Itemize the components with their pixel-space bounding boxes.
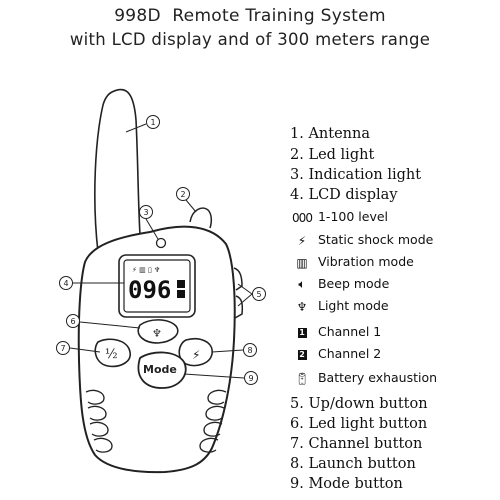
launch-button bbox=[178, 338, 213, 367]
callout-lines bbox=[69, 123, 253, 379]
diagram-title: 998D Remote Training System bbox=[114, 6, 386, 26]
legend-channel-2: 2 Channel 2 bbox=[297, 346, 382, 361]
mode-label: Mode bbox=[143, 363, 177, 376]
antenna bbox=[94, 88, 141, 254]
legend-battery: 🔋︎ Battery exhaustion bbox=[290, 370, 437, 386]
svg-text:⚡ ▥ ▯ ♆: ⚡ ▥ ▯ ♆ bbox=[132, 266, 160, 274]
svg-text:♆: ♆ bbox=[152, 327, 162, 340]
down-button bbox=[234, 295, 244, 319]
callout-5: 5 bbox=[256, 290, 261, 299]
legend-channel-1: 1 Channel 1 bbox=[297, 324, 382, 339]
half-label: ½ bbox=[105, 347, 118, 362]
callout-1: 1 bbox=[150, 118, 155, 127]
segment-digits-icon: 000 bbox=[292, 210, 313, 225]
led-light bbox=[189, 207, 213, 229]
legend-led-light-button: 6. Led light button bbox=[290, 416, 428, 432]
light-bulb-icon: ♆ bbox=[296, 299, 308, 314]
callout-7: 7 bbox=[60, 344, 65, 353]
beep-icon: 🔈︎ bbox=[298, 277, 306, 291]
channel-1-icon: 1 bbox=[297, 328, 307, 338]
legend-led-light: 2. Led light bbox=[290, 147, 375, 163]
callout-2: 2 bbox=[180, 190, 185, 199]
diagram-subtitle: with LCD display and of 300 meters range bbox=[69, 30, 431, 49]
indication-light bbox=[155, 237, 167, 249]
up-button bbox=[233, 267, 243, 291]
lcd-value: 096 bbox=[128, 276, 171, 304]
callout-8: 8 bbox=[247, 346, 252, 355]
legend-beep: 🔈︎ Beep mode bbox=[290, 276, 389, 292]
svg-text:⚡: ⚡ bbox=[192, 348, 200, 362]
callout-4: 4 bbox=[63, 279, 68, 288]
legend-vibration: ▥ Vibration mode bbox=[290, 254, 414, 270]
vibration-icon: ▥ bbox=[296, 255, 308, 270]
lightning-icon: ⚡ bbox=[297, 233, 307, 248]
legend-channel-button: 7. Channel button bbox=[290, 436, 423, 452]
battery-icon: 🔋︎ bbox=[294, 371, 310, 386]
channel-button bbox=[94, 338, 131, 368]
legend-level: 000 1-100 level bbox=[290, 209, 388, 225]
callout-6: 6 bbox=[70, 317, 75, 326]
legend-antenna: 1. Antenna bbox=[290, 126, 370, 142]
grip-ridges bbox=[85, 389, 227, 453]
lcd-screen bbox=[123, 259, 191, 313]
legend-up-down-button: 5. Up/down button bbox=[290, 396, 428, 412]
legend-mode-button: 9. Mode button bbox=[290, 476, 403, 492]
callout-9: 9 bbox=[248, 374, 253, 383]
legend-light: ♆ Light mode bbox=[290, 298, 389, 314]
legend-launch-button: 8. Launch button bbox=[290, 456, 416, 472]
callout-markers: 1 2 3 4 5 6 7 8 9 bbox=[56, 115, 266, 385]
legend-indication-light: 3. Indication light bbox=[290, 167, 422, 183]
mode-button bbox=[137, 351, 187, 389]
legend-static-shock: ⚡ Static shock mode bbox=[290, 232, 434, 248]
callout-3: 3 bbox=[143, 208, 148, 217]
legend-lcd-display: 4. LCD display bbox=[290, 187, 398, 203]
channel-2-icon: 2 bbox=[297, 350, 307, 360]
led-light-button bbox=[137, 319, 179, 344]
